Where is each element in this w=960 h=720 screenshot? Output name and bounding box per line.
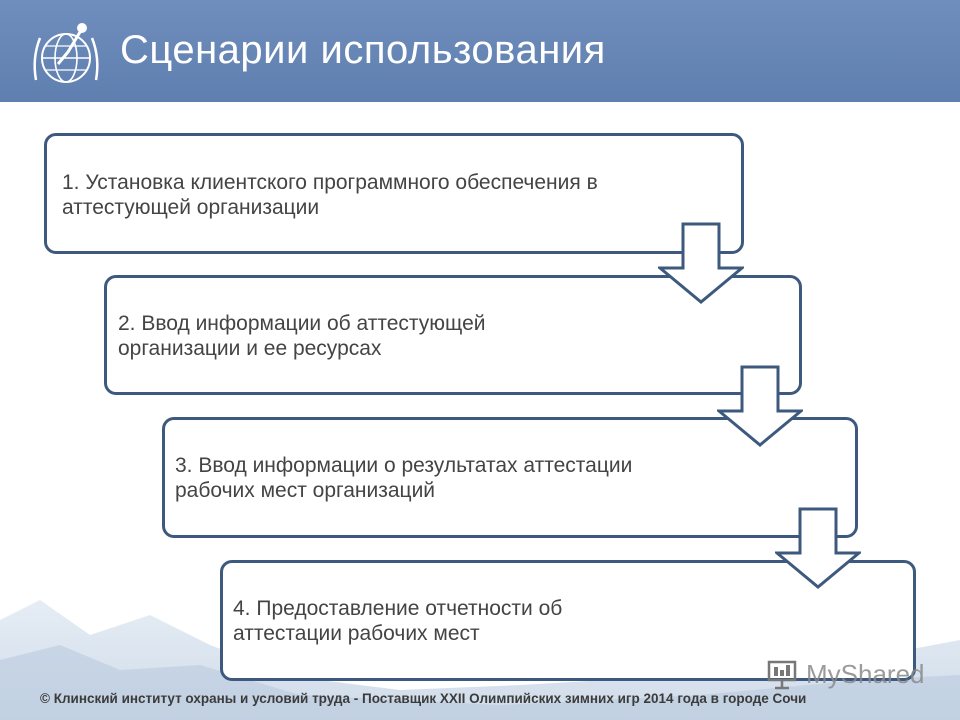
- step-2-text: 2. Ввод информации об аттестующей органи…: [118, 312, 486, 360]
- watermark: MyShared: [766, 657, 936, 693]
- down-arrow-icon: [775, 507, 861, 589]
- page-title: Сценарии использования: [120, 28, 606, 72]
- step-3: 3. Ввод информации о результатах аттеста…: [162, 417, 858, 538]
- mountain-background: [0, 600, 960, 720]
- step-2: 2. Ввод информации об аттестующей органи…: [104, 275, 802, 395]
- step-1-text: 1. Установка клиентского программного об…: [62, 171, 598, 219]
- logo-emblem-icon: [33, 23, 99, 83]
- header-bar: Сценарии использования: [0, 0, 960, 102]
- step-1: 1. Установка клиентского программного об…: [44, 133, 744, 254]
- step-4: 4. Предоставление отчетности об аттестац…: [220, 560, 916, 681]
- step-3-text: 3. Ввод информации о результатах аттеста…: [175, 454, 633, 502]
- step-4-text: 4. Предоставление отчетности об аттестац…: [233, 597, 563, 645]
- footer-copyright: © Клинский институт охраны и условий тру…: [40, 691, 807, 706]
- presentation-icon: [767, 660, 797, 690]
- watermark-text: MyShared: [806, 659, 925, 689]
- down-arrow-icon: [658, 222, 744, 304]
- down-arrow-icon: [717, 365, 803, 447]
